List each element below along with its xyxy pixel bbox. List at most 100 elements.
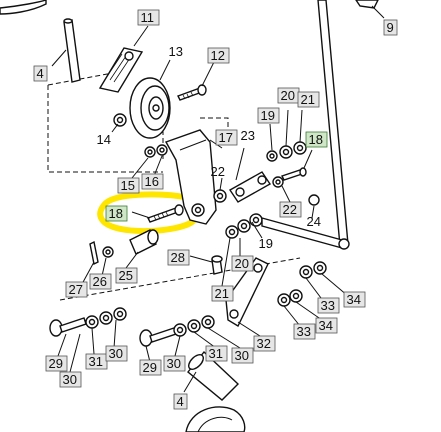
callout-14: 14 <box>97 132 111 147</box>
callout-27: 27 <box>65 281 88 298</box>
callout-label: 32 <box>257 336 271 351</box>
callout-32: 32 <box>253 335 276 352</box>
callout-label: 4 <box>37 66 44 81</box>
washer-stack-right-top <box>299 261 327 279</box>
callout-label: 29 <box>143 360 157 375</box>
callout-label: 21 <box>215 286 229 301</box>
callout-label: 31 <box>89 354 103 369</box>
callout-24: 24 <box>307 214 321 229</box>
callout-label: 13 <box>169 44 183 59</box>
callout-label: 22 <box>211 164 225 179</box>
washer-part-20 <box>279 145 293 159</box>
callout-label: 30 <box>167 356 181 371</box>
washer-part-26 <box>102 246 114 258</box>
callout-12: 12 <box>207 47 230 64</box>
callout-label: 30 <box>109 346 123 361</box>
callout-20: 20 <box>277 87 300 104</box>
callout-19: 19 <box>259 236 273 251</box>
pin-part-29-left <box>49 317 87 337</box>
callout-4: 4 <box>33 65 48 82</box>
assembly-line <box>200 117 229 135</box>
callout-29: 29 <box>139 359 162 376</box>
nut-part-24 <box>308 194 320 206</box>
link-part-23 <box>228 171 272 203</box>
callout-box <box>305 131 328 148</box>
callout-31: 31 <box>205 345 228 362</box>
callout-label: 26 <box>93 274 107 289</box>
callout-box <box>257 107 280 124</box>
callout-11: 11 <box>137 9 160 26</box>
callout-30: 30 <box>231 347 254 364</box>
callout-box <box>105 205 128 222</box>
callout-box <box>115 267 138 284</box>
callout-box <box>279 201 302 218</box>
callout-box <box>207 47 230 64</box>
callout-label: 24 <box>307 214 321 229</box>
callout-label: 16 <box>145 174 159 189</box>
callout-label: 18 <box>309 132 323 147</box>
callout-22: 22 <box>279 201 302 218</box>
callout-box <box>105 345 128 362</box>
callout-box <box>343 291 366 308</box>
callout-box <box>383 19 398 36</box>
callout-label: 34 <box>347 292 361 307</box>
callout-21: 21 <box>211 285 234 302</box>
callout-18: 18 <box>105 205 128 222</box>
callout-34: 34 <box>315 317 338 334</box>
callout-box <box>167 249 190 266</box>
arm-part-17 <box>164 129 217 225</box>
nut-part-14 <box>113 113 127 127</box>
pin-part-27 <box>89 240 99 266</box>
bolt-part-18-highlighted <box>147 204 184 223</box>
callout-box <box>297 91 320 108</box>
callout-label: 23 <box>241 128 255 143</box>
callout-box <box>315 317 338 334</box>
callout-label: 31 <box>209 346 223 361</box>
callout-box <box>231 255 254 272</box>
callout-box <box>317 297 340 314</box>
callout-label: 30 <box>63 372 77 387</box>
callout-box <box>59 371 82 388</box>
washer-stack-middle <box>225 213 263 239</box>
washer-stack-center <box>173 315 215 337</box>
highlight-ring <box>97 191 201 234</box>
callout-label: 34 <box>319 318 333 333</box>
washer-part-19 <box>266 150 278 162</box>
callout-box <box>231 347 254 364</box>
callout-label: 29 <box>49 356 63 371</box>
callout-23: 23 <box>241 128 255 143</box>
callout-33: 33 <box>317 297 340 314</box>
callout-28: 28 <box>167 249 190 266</box>
washer-part-15 <box>144 146 156 158</box>
callout-label: 18 <box>109 206 123 221</box>
nut-part-21 <box>293 141 307 155</box>
washer-stack-left <box>85 307 127 329</box>
callout-box <box>33 65 48 82</box>
callout-label: 25 <box>119 268 133 283</box>
callout-label: 27 <box>69 282 83 297</box>
callout-label: 33 <box>297 324 311 339</box>
callout-9: 9 <box>383 19 398 36</box>
pin-part-29-right <box>139 327 177 347</box>
callout-4: 4 <box>173 393 188 410</box>
callout-label: 30 <box>235 348 249 363</box>
callout-label: 15 <box>121 178 135 193</box>
callout-31: 31 <box>85 353 108 370</box>
callout-box <box>117 177 140 194</box>
callout-box <box>173 393 188 410</box>
callout-30: 30 <box>59 371 82 388</box>
callout-label: 14 <box>97 132 111 147</box>
callout-21: 21 <box>297 91 320 108</box>
callout-label: 20 <box>281 88 295 103</box>
callout-30: 30 <box>163 355 186 372</box>
callout-label: 19 <box>259 236 273 251</box>
bolt-part-18 <box>281 167 307 181</box>
callout-label: 21 <box>301 92 315 107</box>
washer-part-16 <box>156 144 168 156</box>
callout-label: 12 <box>211 48 225 63</box>
callout-18: 18 <box>305 131 328 148</box>
callout-box <box>45 355 68 372</box>
callout-box <box>137 9 160 26</box>
callout-label: 19 <box>261 108 275 123</box>
